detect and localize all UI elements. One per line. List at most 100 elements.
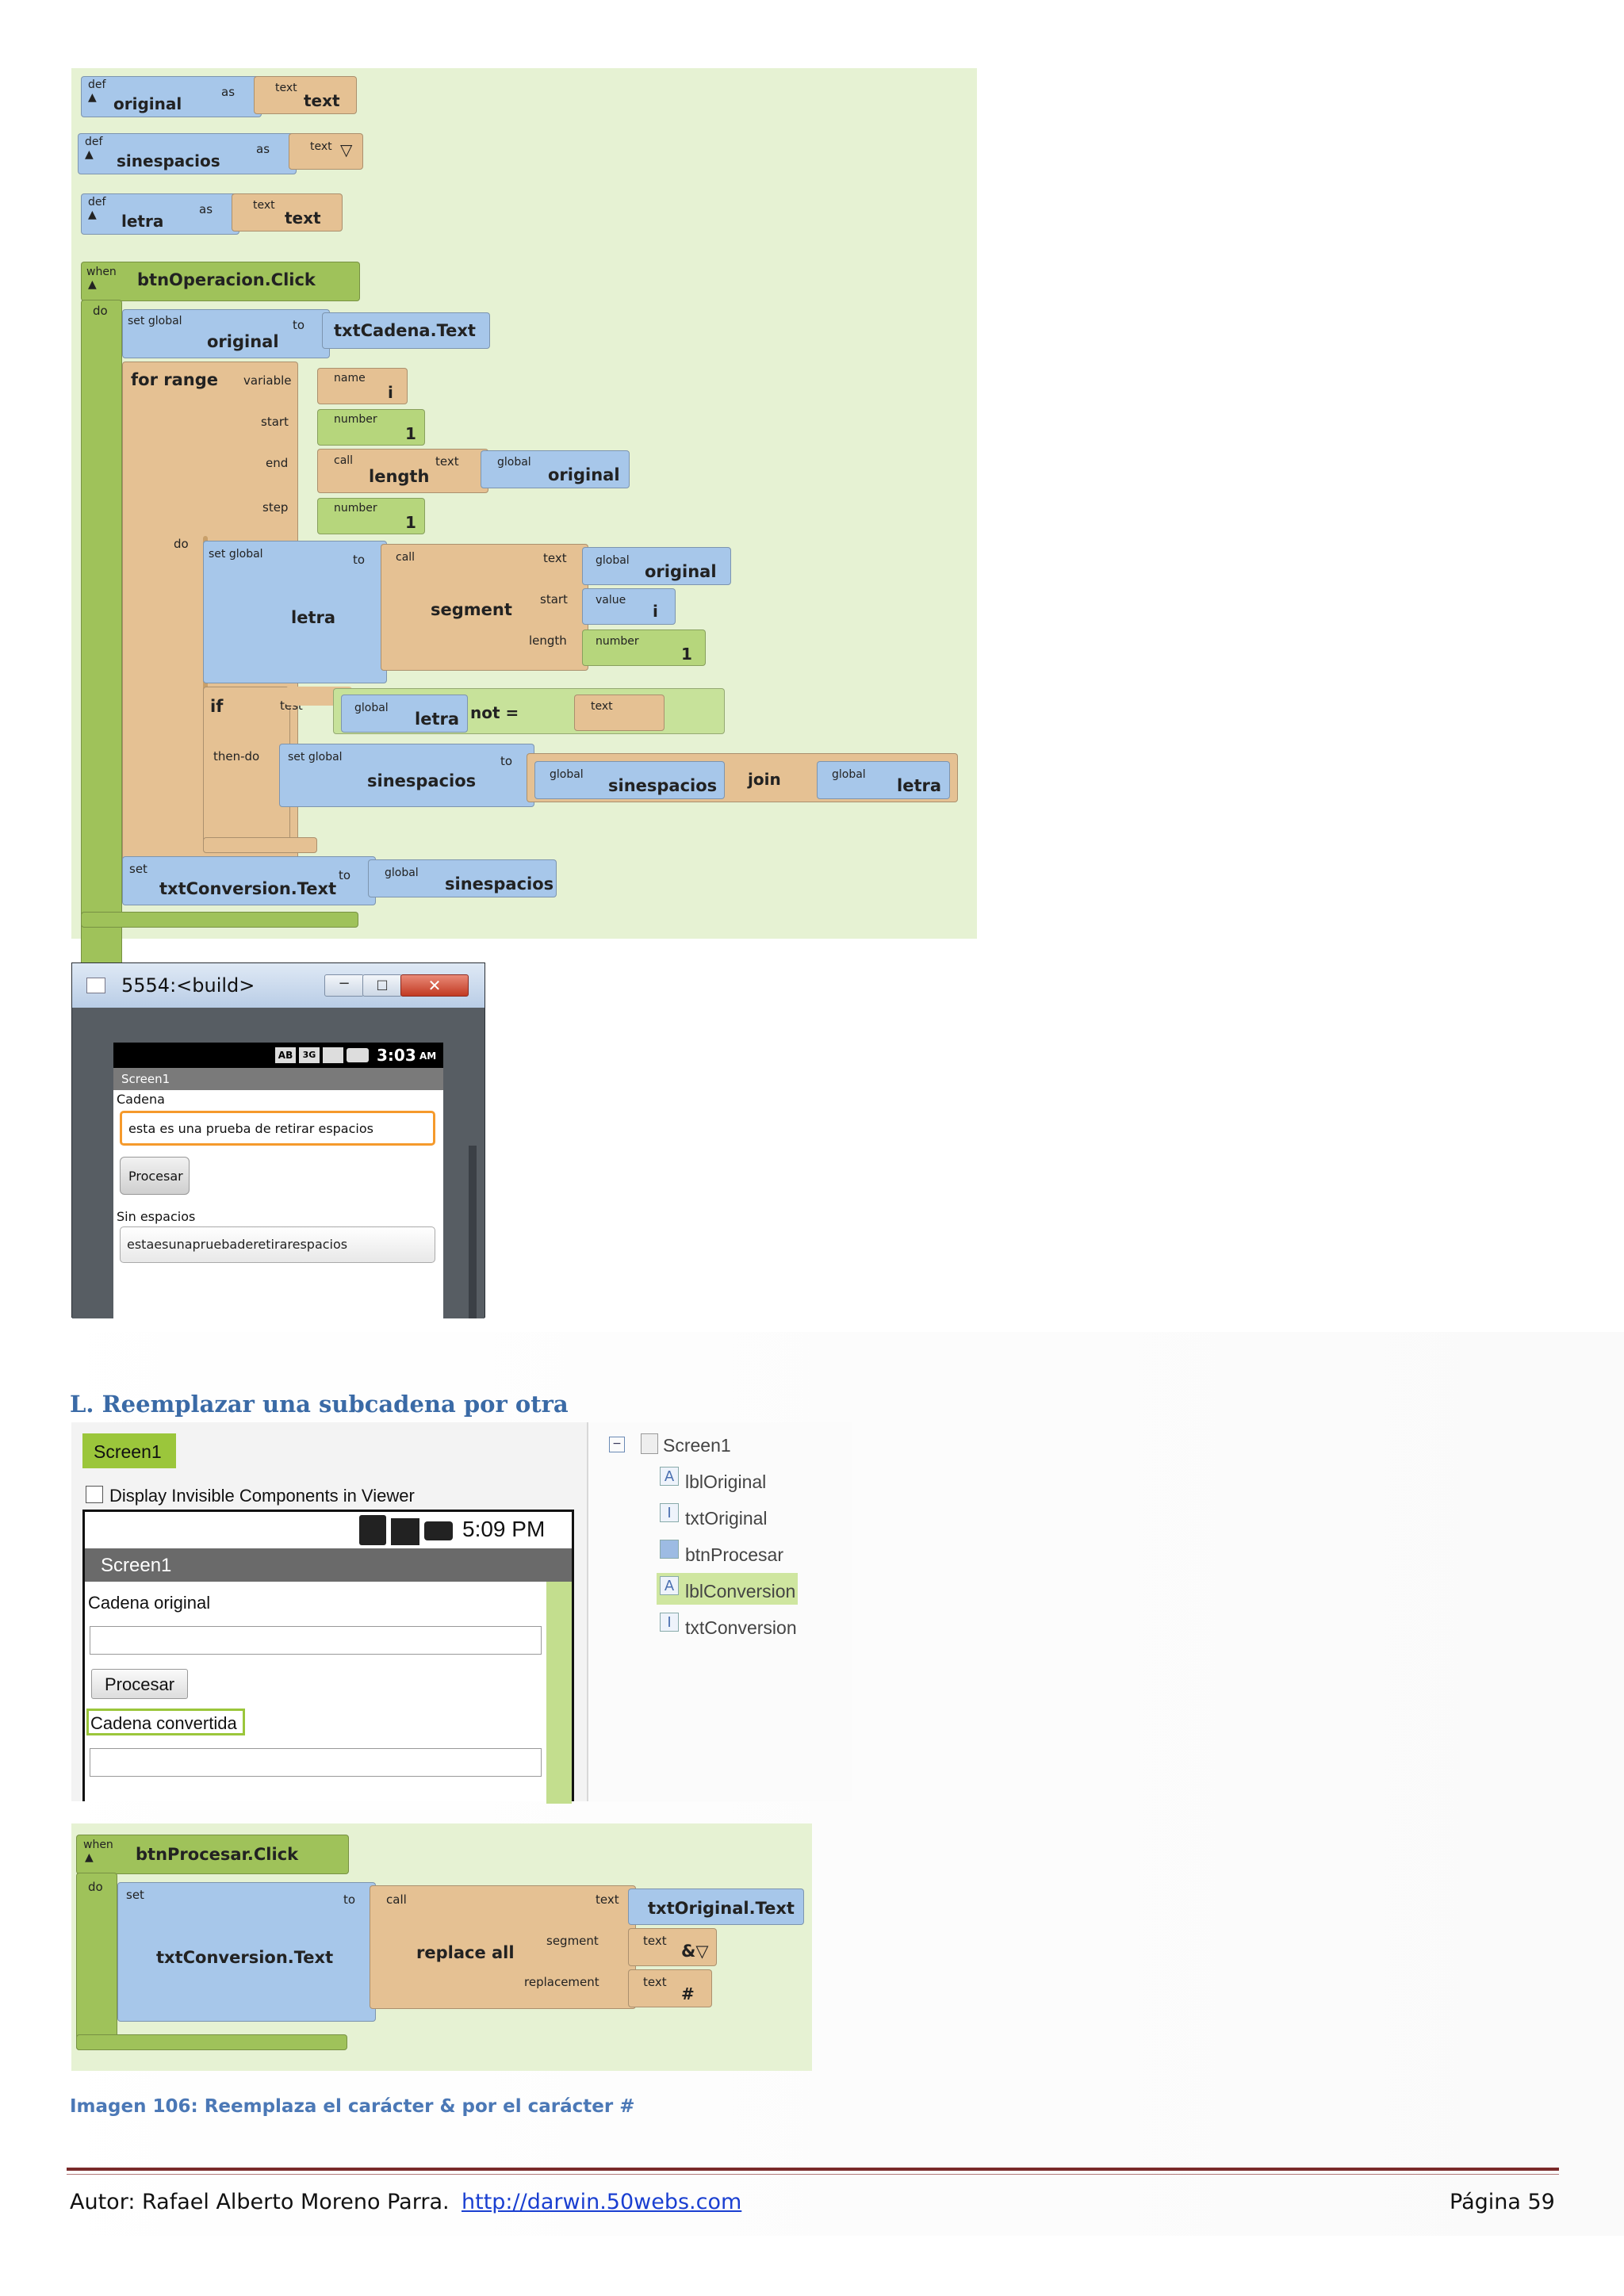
empty-text-block[interactable]: text (574, 695, 665, 731)
if-keyword: if (210, 697, 224, 716)
value-getter-block[interactable]: value i (582, 588, 676, 625)
maximize-icon[interactable]: □ (362, 974, 402, 997)
call-keyword: call (334, 454, 354, 467)
collapse-triangle-icon[interactable]: ▲ (85, 1851, 94, 1864)
event-block-btnProcesar[interactable]: when ▲ btnProcesar.Click (76, 1835, 349, 1874)
output-value: estaesunapruebaderetirarespacios (127, 1237, 348, 1252)
number-block[interactable]: number 1 (317, 409, 425, 446)
to-keyword: to (339, 868, 351, 882)
emulator-window: 5554:<build> − □ ✕ AB 3G 3:03 AM Screen1… (71, 962, 485, 1318)
set-keyword: set (126, 1888, 144, 1902)
global-var: original (645, 562, 717, 581)
set-global-original-block[interactable]: set global original to (122, 309, 330, 358)
network-g-icon (359, 1515, 386, 1545)
components-tree: − Screen1 A lblOriginal I txtOriginal bt… (588, 1422, 852, 1801)
function-name: replace all (416, 1943, 515, 1962)
window-titlebar[interactable]: 5554:<build> − □ ✕ (72, 963, 485, 1008)
phone-screen: AB 3G 3:03 AM Screen1 Cadena esta es una… (113, 1043, 443, 1318)
global-getter-block[interactable]: global original (582, 547, 731, 585)
text-block[interactable]: text text (232, 193, 343, 232)
label-cadena-convertida[interactable]: Cadena convertida (86, 1709, 245, 1735)
set-global-letra-block[interactable]: set global letra to (203, 541, 387, 683)
status-ampm: AM (419, 1050, 437, 1062)
global-getter-block[interactable]: global sinespacios (368, 859, 557, 897)
tree-item-selected[interactable] (657, 1573, 798, 1605)
tree-item[interactable]: btnProcesar (685, 1544, 784, 1565)
tab-label: Screen1 (94, 1441, 162, 1462)
component-getter-block[interactable]: txtOriginal.Text (628, 1888, 804, 1925)
global-getter-block[interactable]: global letra (341, 695, 468, 733)
label-cadena: Cadena (117, 1092, 165, 1107)
if-block[interactable]: if test then-do (203, 687, 303, 842)
status-bar: 5:09 PM (85, 1512, 572, 1548)
text-input-cadena[interactable]: esta es una prueba de retirar espacios (120, 1111, 435, 1146)
collapse-minus-icon[interactable]: − (609, 1437, 625, 1452)
to-keyword: to (353, 553, 366, 567)
when-keyword: when (86, 266, 117, 278)
component-getter-block[interactable]: txtCadena.Text (322, 312, 490, 349)
textbox-conversion[interactable] (90, 1748, 542, 1777)
set-global-keyword: set global (288, 751, 343, 763)
global-keyword: global (596, 554, 630, 567)
number-value: 1 (405, 513, 416, 532)
def-letra-block[interactable]: def ▲ letra as (81, 193, 239, 235)
def-original-block[interactable]: def ▲ original as (81, 76, 262, 117)
tree-root[interactable]: Screen1 (663, 1435, 731, 1456)
textbox-icon: I (660, 1613, 679, 1632)
set-keyword: set (129, 862, 147, 876)
text-keyword: text (310, 140, 332, 153)
global-getter-block[interactable]: global original (481, 450, 630, 488)
call-keyword: call (396, 551, 416, 564)
number-value: 1 (405, 424, 416, 443)
dropdown-arrow-icon[interactable]: ▽ (340, 140, 353, 159)
global-getter-block[interactable]: global letra (817, 761, 950, 799)
text-value: # (681, 1984, 695, 2003)
procesar-button[interactable]: Procesar (120, 1157, 190, 1195)
screen-tab[interactable]: Screen1 (82, 1433, 176, 1468)
def-sinespacios-block[interactable]: def ▲ sinespacios as (78, 133, 297, 174)
call-replace-all-block[interactable]: call replace all text segment replacemen… (370, 1885, 636, 2009)
collapse-triangle-icon[interactable]: ▲ (85, 148, 94, 161)
number-block[interactable]: number 1 (582, 629, 706, 666)
tree-item[interactable]: txtOriginal (685, 1508, 768, 1529)
number-keyword: number (596, 635, 639, 648)
screen-title: Screen1 (101, 1555, 172, 1576)
text-block[interactable]: text text (254, 76, 357, 114)
text-dropdown-block[interactable]: text ▽ (289, 133, 363, 170)
set-global-sinespacios-block[interactable]: set global sinespacios to (279, 744, 534, 807)
function-name: segment (431, 600, 512, 619)
call-segment-block[interactable]: call segment text start length (381, 544, 588, 671)
display-invisible-checkbox[interactable] (86, 1486, 103, 1503)
battery-icon (424, 1521, 453, 1540)
procesar-button[interactable]: Procesar (91, 1669, 188, 1699)
global-getter-block[interactable]: global sinespacios (534, 761, 725, 799)
viewer-phone: 5:09 PM Screen1 Cadena original Procesar… (82, 1510, 574, 1804)
set-property-block[interactable]: set txtConversion.Text to (122, 856, 376, 905)
close-icon[interactable]: ✕ (400, 974, 469, 997)
text-block-segment[interactable]: text &▽ (628, 1928, 717, 1966)
global-keyword: global (354, 702, 389, 714)
collapse-triangle-icon[interactable]: ▲ (88, 91, 97, 104)
set-target: txtConversion.Text (156, 1948, 334, 1967)
tree-item[interactable]: txtConversion (685, 1617, 797, 1638)
call-length-block[interactable]: call length text (317, 449, 488, 493)
screen-icon (641, 1433, 658, 1454)
if-bottom-cap (203, 837, 317, 853)
name-block[interactable]: name i (317, 368, 408, 404)
tree-item[interactable]: lblConversion (685, 1581, 796, 1601)
text-block-replacement[interactable]: text # (628, 1969, 712, 2007)
event-body-rail: do (76, 1873, 117, 2050)
collapse-triangle-icon[interactable]: ▲ (88, 209, 97, 221)
footer-link[interactable]: http://darwin.50webs.com (462, 2190, 742, 2214)
collapse-triangle-icon[interactable]: ▲ (88, 278, 97, 291)
set-property-block[interactable]: set txtConversion.Text to (117, 1882, 376, 2022)
as-keyword: as (199, 202, 213, 216)
textbox-original[interactable] (90, 1626, 542, 1655)
text-output-sin-espacios[interactable]: estaesunapruebaderetirarespacios (120, 1226, 435, 1263)
minimize-icon[interactable]: − (324, 974, 364, 997)
number-block[interactable]: number 1 (317, 498, 425, 534)
event-block-btnOperacion[interactable]: when ▲ btnOperacion.Click (81, 262, 360, 301)
tree-item[interactable]: lblOriginal (685, 1471, 767, 1492)
viewer-scrollbar[interactable] (546, 1582, 572, 1804)
label-cadena-original: Cadena original (88, 1593, 211, 1613)
